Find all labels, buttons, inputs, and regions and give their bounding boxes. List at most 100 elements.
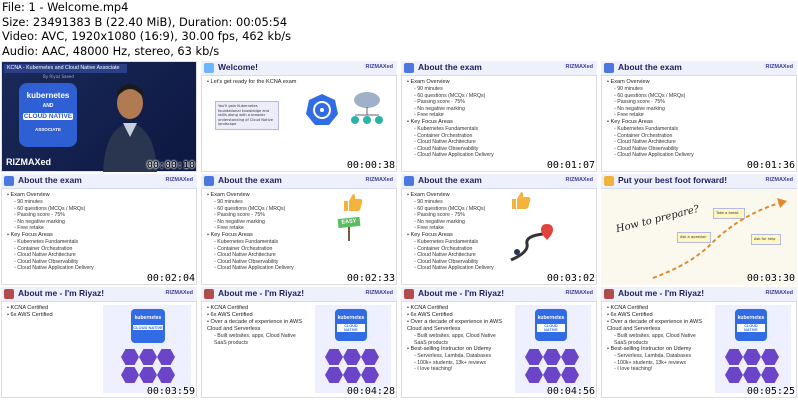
aws-cert-hex-icon (561, 367, 579, 383)
bullet: • Let's get ready for the KCNA exam (207, 79, 297, 85)
timestamp: 00:00:38 (346, 160, 395, 171)
slide-title: About the exam (618, 62, 682, 72)
thumbnail-10[interactable]: About me - I'm Riyaz! RIZMAXed • KCNA Ce… (201, 287, 397, 398)
about-bullets: • KCNA Certified • 6x AWS Certified • Ov… (207, 305, 303, 346)
thumbnail-6[interactable]: About the exam RIZMAXed • Exam Overview … (201, 174, 397, 285)
thumbs-up-icon (512, 192, 531, 209)
timestamp: 00:01:36 (746, 160, 795, 171)
file-size-line: Size: 23491383 B (22.40 MiB), Duration: … (2, 14, 288, 29)
thumbnail-4[interactable]: About the exam RIZMAXed • Exam Overview … (601, 61, 797, 172)
slide-title: About me - I'm Riyaz! (618, 288, 705, 298)
aws-cert-hex-icon (121, 349, 139, 365)
slide-title: About the exam (418, 175, 482, 185)
slide-header: Welcome! RIZMAXed (201, 61, 397, 76)
aws-cert-hex-icon (725, 367, 743, 383)
aws-cert-hex-icon (139, 367, 157, 383)
slide-header: Put your best foot forward! RIZMAXed (601, 174, 797, 189)
cover-subtitle: By Riyaz Saeed (43, 74, 74, 79)
info-icon (4, 176, 14, 186)
video-info-line: Video: AVC, 1920x1080 (16:9), 30.00 fps,… (2, 29, 292, 44)
slide-title: Welcome! (218, 62, 258, 72)
brand-logo: RIZMAXed (765, 290, 794, 296)
sticky-note: Take a break (713, 208, 745, 219)
thumbnail-5[interactable]: About the exam RIZMAXed • Exam Overview … (1, 174, 197, 285)
thumbnail-8[interactable]: Put your best foot forward! RIZMAXed How… (601, 174, 797, 285)
thumbnail-12[interactable]: About me - I'm Riyaz! RIZMAXed • KCNA Ce… (601, 287, 797, 398)
thumbnail-3[interactable]: About the exam RIZMAXed • Exam Overview … (401, 61, 597, 172)
slide-header: About me - I'm Riyaz! RIZMAXed (1, 287, 197, 302)
aws-cert-hex-icon (157, 349, 175, 365)
slide-header: About me - I'm Riyaz! RIZMAXed (201, 287, 397, 302)
timestamp: 00:04:56 (546, 386, 595, 397)
aws-cert-hex-icon (561, 349, 579, 365)
slide-title: Put your best foot forward! (618, 175, 728, 185)
timestamp: 00:03:30 (746, 273, 795, 284)
brand-logo: RIZMAXed (565, 290, 594, 296)
aws-cert-hex-icon (361, 367, 379, 383)
slide-header: About the exam RIZMAXed (401, 174, 597, 189)
slide-header: About me - I'm Riyaz! RIZMAXed (401, 287, 597, 302)
road-map-pin-icon (510, 224, 553, 262)
welcome-icon (204, 63, 214, 73)
sticky-note: Ask for help (751, 234, 781, 245)
slide-title: About me - I'm Riyaz! (218, 288, 305, 298)
brand-logo: RIZMAXed (765, 64, 794, 70)
thumbnail-grid: KCNA - Kubernetes and Cloud Native Assoc… (1, 61, 797, 399)
aws-cert-hex-icon (361, 349, 379, 365)
slide-title: About the exam (18, 175, 82, 185)
slide-title: About the exam (418, 62, 482, 72)
exam-bullets: • Exam Overview ◦ 90 minutes ◦ 60 questi… (207, 192, 294, 272)
cloud-network-icon (351, 92, 383, 124)
avatar-icon (604, 289, 614, 299)
file-info-header: File: 1 - Welcome.mp4 Size: 23491383 B (… (2, 0, 796, 58)
aws-cert-hex-icon (743, 367, 761, 383)
kcna-badge-icon: kubernetes AND CLOUD NATIVE ASSOCIATE (19, 83, 77, 147)
aws-cert-hex-icon (543, 367, 561, 383)
slide-title: About me - I'm Riyaz! (18, 288, 105, 298)
footprint-icon (604, 176, 614, 186)
info-icon (404, 176, 414, 186)
brand-logo: RIZMAXed (365, 177, 394, 183)
aws-cert-hex-icon (343, 349, 361, 365)
timestamp: 00:02:33 (346, 273, 395, 284)
aws-cert-hex-icon (157, 367, 175, 383)
exam-bullets: • Exam Overview ◦ 90 minutes ◦ 60 questi… (407, 79, 494, 159)
cover-title-bar: KCNA - Kubernetes and Cloud Native Assoc… (4, 64, 127, 73)
exam-bullets: • Exam Overview ◦ 90 minutes ◦ 60 questi… (407, 192, 494, 272)
slide-title: About the exam (218, 175, 282, 185)
file-name-line: File: 1 - Welcome.mp4 (2, 0, 129, 14)
slide-header: About the exam RIZMAXed (601, 61, 797, 76)
aws-cert-hex-icon (121, 367, 139, 383)
brand-logo: RIZMAXed (165, 177, 194, 183)
timestamp: 00:03:02 (546, 273, 595, 284)
avatar-icon (204, 289, 214, 299)
timestamp: 00:04:28 (346, 386, 395, 397)
exam-bullets: • Exam Overview ◦ 90 minutes ◦ 60 questi… (607, 79, 694, 159)
brand-logo: RIZMAXed (165, 290, 194, 296)
exam-bullets: • Exam Overview ◦ 90 minutes ◦ 60 questi… (7, 192, 94, 272)
aws-cert-hex-icon (725, 349, 743, 365)
thumbnail-11[interactable]: About me - I'm Riyaz! RIZMAXed • KCNA Ce… (401, 287, 597, 398)
avatar-icon (404, 289, 414, 299)
slide-header: About the exam RIZMAXed (1, 174, 197, 189)
thumbnail-1[interactable]: KCNA - Kubernetes and Cloud Native Assoc… (1, 61, 197, 172)
info-icon (604, 63, 614, 73)
thumbnail-2[interactable]: Welcome! RIZMAXed • Let's get ready for … (201, 61, 397, 172)
slide-header: About the exam RIZMAXed (401, 61, 597, 76)
about-bullets: • KCNA Certified • 6x AWS Certified • Ov… (407, 305, 503, 373)
aws-cert-hex-icon (761, 367, 779, 383)
thumbnail-9[interactable]: About me - I'm Riyaz! RIZMAXed • KCNA Ce… (1, 287, 197, 398)
about-bullets: • KCNA Certified • 6x AWS Certified • Ov… (607, 305, 703, 373)
thumbnail-7[interactable]: About the exam RIZMAXed • Exam Overview … (401, 174, 597, 285)
about-bullets: • KCNA Certified • 6x AWS Certified (7, 305, 53, 318)
brand-logo: RIZMAXed (365, 64, 394, 70)
aws-cert-hex-icon (543, 349, 561, 365)
welcome-note: You'll gain Kubernetes foundational know… (215, 101, 279, 130)
slide-header: About me - I'm Riyaz! RIZMAXed (601, 287, 797, 302)
aws-cert-hex-icon (325, 367, 343, 383)
aws-cert-hex-icon (525, 367, 543, 383)
audio-info-line: Audio: AAC, 48000 Hz, stereo, 63 kb/s (2, 43, 220, 58)
aws-cert-hex-icon (325, 349, 343, 365)
